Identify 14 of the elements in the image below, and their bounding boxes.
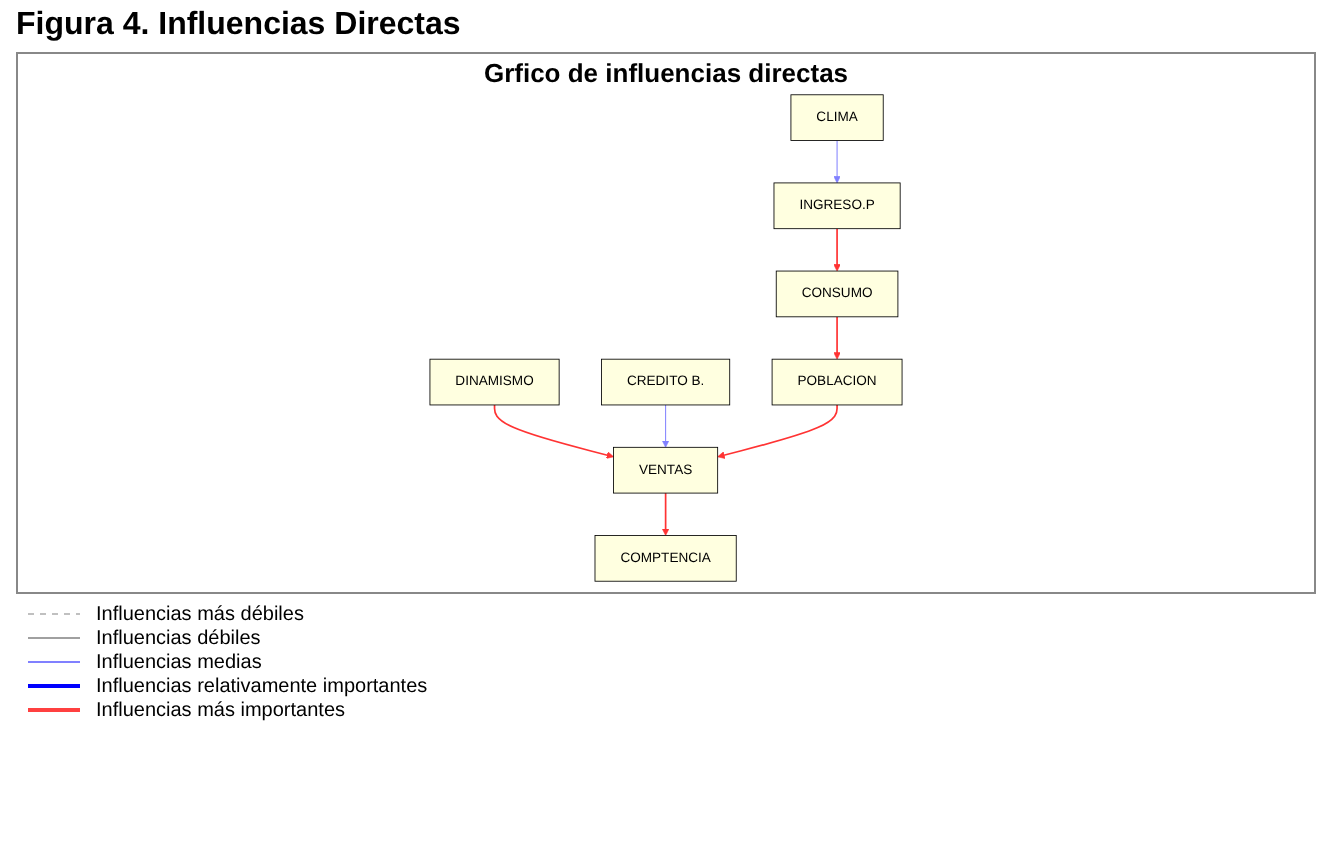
figure-title: Figura 4. Influencias Directas: [16, 8, 463, 44]
arrow: [833, 140, 841, 184]
legend-text: Influencias relativamente importantes: [96, 675, 428, 697]
arrow: [833, 227, 841, 272]
arrow: [833, 315, 841, 360]
arrow: [717, 404, 838, 459]
legend-text: Influencias más importantes: [96, 699, 346, 721]
arrow: [661, 492, 670, 536]
arrow: [661, 404, 670, 448]
legend-text: Influencias débiles: [96, 627, 261, 649]
chart-title: Grfico de influencias directas: [481, 58, 851, 88]
arrow: [493, 404, 614, 459]
legend-text: Influencias medias: [96, 651, 262, 673]
legend-text: Influencias más débiles: [96, 603, 304, 625]
